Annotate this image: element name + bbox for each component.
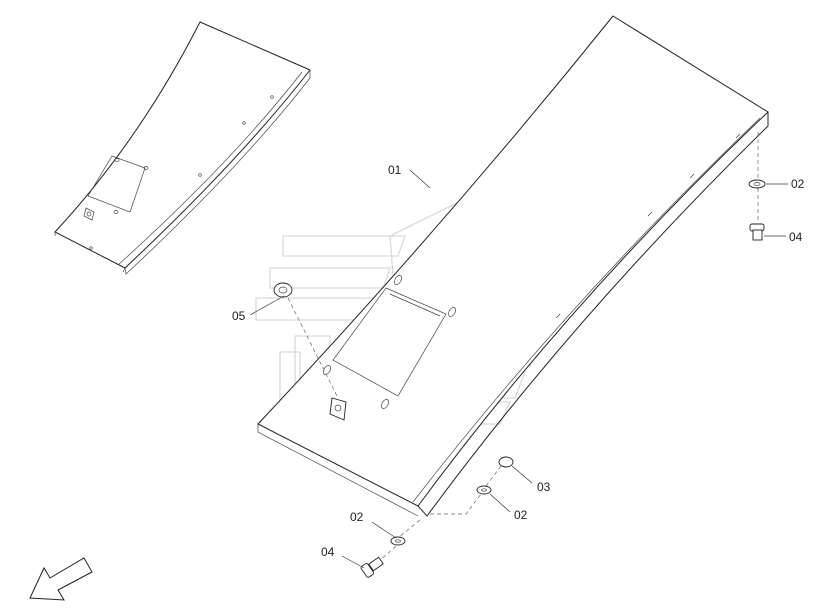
callout-leaders (249, 169, 788, 569)
washer-top (748, 179, 766, 189)
washer-bottom (390, 536, 406, 546)
direction-arrow-icon (29, 557, 93, 601)
cap-03 (498, 456, 514, 468)
hardware-parts (273, 179, 766, 578)
callout-04-top: 04 (789, 230, 803, 244)
overview-panel (54, 21, 311, 275)
grommet (273, 282, 293, 298)
main-cover-panel (257, 15, 769, 517)
callout-02-bottom: 02 (350, 510, 364, 524)
callout-05: 05 (232, 309, 246, 323)
washer-mid (476, 485, 492, 495)
callout-03: 03 (537, 480, 551, 494)
callout-02-mid: 02 (514, 508, 528, 522)
callout-01: 01 (388, 163, 402, 177)
bolt-bottom (360, 556, 384, 578)
bolt-top (749, 223, 765, 241)
callout-02-top: 02 (791, 177, 805, 191)
callout-04-bottom: 04 (321, 545, 335, 559)
